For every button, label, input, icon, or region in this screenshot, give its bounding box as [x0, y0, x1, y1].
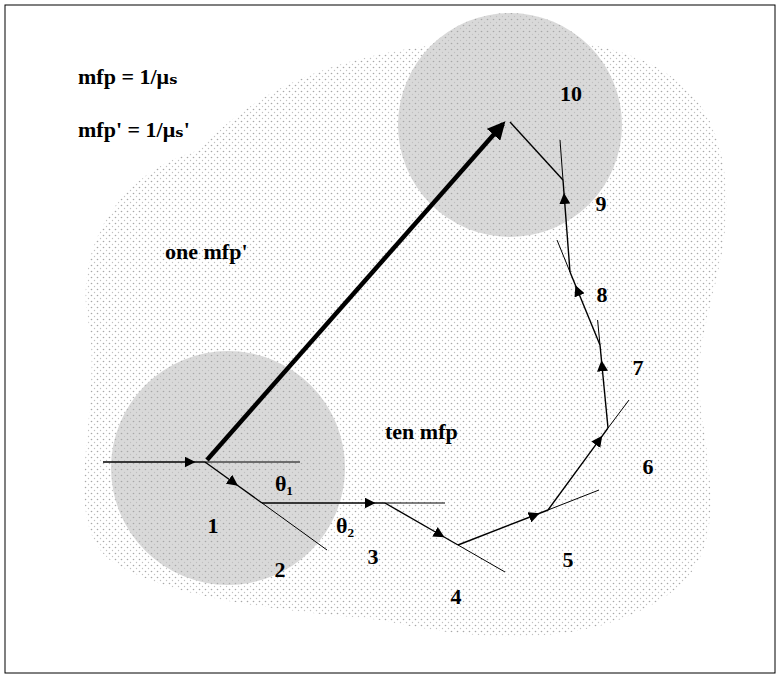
callout-number: 4 [451, 584, 462, 609]
callout-number: 8 [597, 282, 608, 307]
reference-line [385, 503, 445, 504]
reference-line [560, 140, 563, 180]
path-step [262, 502, 385, 503]
annotation-label: ten mfp [385, 419, 458, 444]
callout-number: 9 [596, 191, 607, 216]
transport-arrow [207, 124, 503, 460]
path-step [385, 503, 458, 545]
callout-number: 1 [208, 513, 219, 538]
path-step [600, 345, 608, 428]
path-step [548, 428, 608, 510]
path-step [205, 462, 262, 503]
formula-label: mfp = 1/μₛ [78, 64, 178, 89]
path-step [563, 180, 570, 272]
callout-number: 6 [643, 454, 654, 479]
photon-path [103, 122, 608, 545]
reference-line [458, 545, 505, 572]
angle-label: θ₂ [336, 513, 354, 538]
path-step [458, 510, 548, 545]
path-step [510, 122, 563, 180]
reference-line [205, 462, 300, 463]
reference-lines [205, 140, 629, 572]
start-region-texture [111, 351, 345, 585]
formula-label: mfp' = 1/μₛ' [78, 117, 190, 142]
frame-border [5, 5, 775, 673]
reference-line [262, 503, 327, 550]
path-step [570, 272, 600, 345]
angle-label: θ₁ [275, 471, 293, 496]
callout-number: 3 [368, 544, 379, 569]
incident-ray [103, 461, 205, 462]
callout-number: 2 [275, 557, 286, 582]
annotation-label: one mfp' [165, 239, 248, 264]
start-region [111, 351, 345, 585]
callout-number: 7 [633, 355, 644, 380]
reference-line [608, 400, 629, 428]
callout-number: 10 [560, 81, 582, 106]
callout-number: 5 [563, 547, 574, 572]
